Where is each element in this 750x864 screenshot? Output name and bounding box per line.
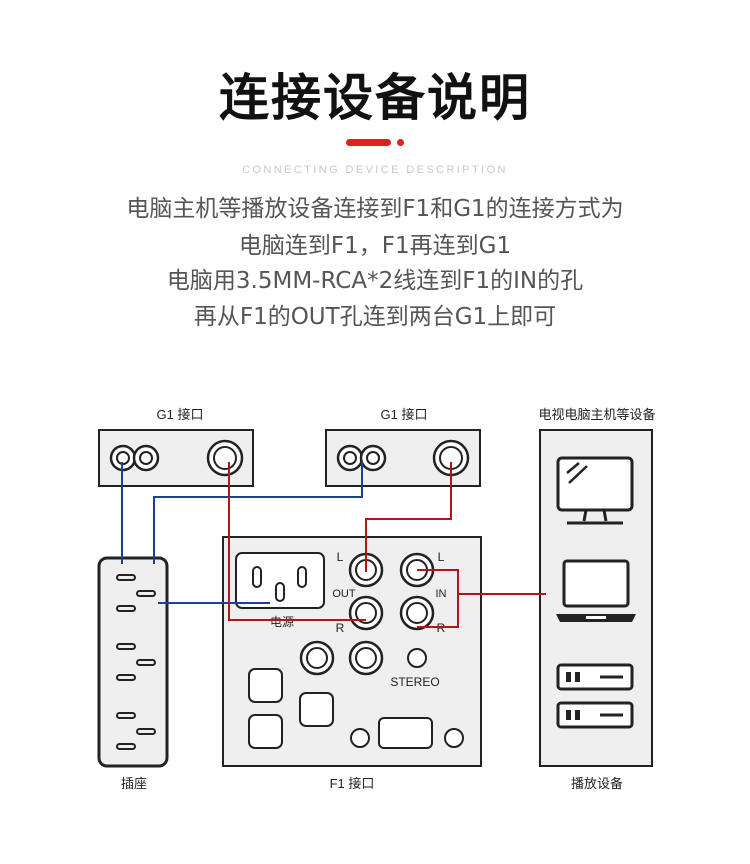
- description-line-1: 电脑主机等播放设备连接到F1和G1的连接方式为: [126, 196, 624, 222]
- g1-right-label: G1 接口: [381, 407, 428, 422]
- f1-stereo-jack: [407, 648, 427, 668]
- f1-panel: 电源 L OUT R L IN R ST: [222, 536, 482, 767]
- page-title: 连接设备说明: [219, 69, 531, 127]
- player-device-bottom-icon: [556, 701, 634, 729]
- f1-power-label: 电源: [270, 615, 294, 629]
- outlet-3: [116, 712, 156, 750]
- f1-screw-left: [350, 728, 370, 748]
- title-accent-bar: [346, 139, 391, 146]
- f1-in-left-label: L: [438, 550, 445, 564]
- monitor-icon: [556, 456, 634, 525]
- f1-aux-jack-2: [348, 640, 384, 676]
- description-line-3: 电脑用3.5MM-RCA*2线连到F1的IN的孔: [166, 268, 584, 294]
- source-device-panel: [539, 429, 653, 767]
- power-wires: [121, 462, 363, 604]
- f1-aux-jack-1: [299, 640, 335, 676]
- description-line-4: 再从F1的OUT孔连到两台G1上即可: [193, 304, 557, 330]
- f1-out-right-label: R: [336, 621, 345, 635]
- audio-wire-out-l-to-g1-right: [365, 462, 452, 572]
- audio-wire-out-r-to-g1-left: [228, 462, 366, 621]
- f1-label: F1 接口: [330, 776, 375, 791]
- title-accent-dot: [397, 139, 404, 146]
- g1-right-audio-jack: [432, 439, 470, 477]
- f1-out-left-label: L: [337, 550, 344, 564]
- f1-port-square-1: [248, 668, 283, 703]
- f1-stereo-label: STEREO: [390, 675, 439, 689]
- f1-out-right-jack: [348, 595, 384, 631]
- g1-left-audio-jack: [206, 439, 244, 477]
- g1-right-power-inlet: [336, 444, 387, 472]
- audio-wire-in-to-source: [417, 569, 546, 628]
- laptop-icon: [556, 559, 636, 622]
- g1-left-label: G1 接口: [157, 407, 204, 422]
- source-device-label: 电视电脑主机等设备: [538, 407, 655, 422]
- f1-port-square-2: [299, 692, 334, 727]
- g1-left-panel: [98, 429, 254, 487]
- description-line-2: 电脑连到F1，F1再连到G1: [238, 233, 512, 259]
- f1-screw-right: [444, 728, 464, 748]
- f1-out-label: OUT: [332, 588, 356, 600]
- socket-label: 插座: [121, 776, 147, 791]
- page-subtitle: CONNECTING DEVICE DESCRIPTION: [242, 164, 508, 176]
- player-device-top-icon: [556, 663, 634, 691]
- outlet-2: [116, 643, 156, 681]
- power-strip: [97, 556, 169, 768]
- power-wire-g1-right: [153, 462, 363, 564]
- f1-in-label: IN: [436, 588, 447, 600]
- outlet-1: [116, 574, 156, 612]
- f1-db-port: [378, 717, 433, 749]
- audio-wires: [228, 462, 546, 628]
- player-label: 播放设备: [571, 776, 623, 791]
- f1-port-square-3: [248, 714, 283, 749]
- f1-power-inlet: [235, 552, 325, 609]
- g1-right-panel: [325, 429, 481, 487]
- f1-in-right-jack: [399, 595, 435, 631]
